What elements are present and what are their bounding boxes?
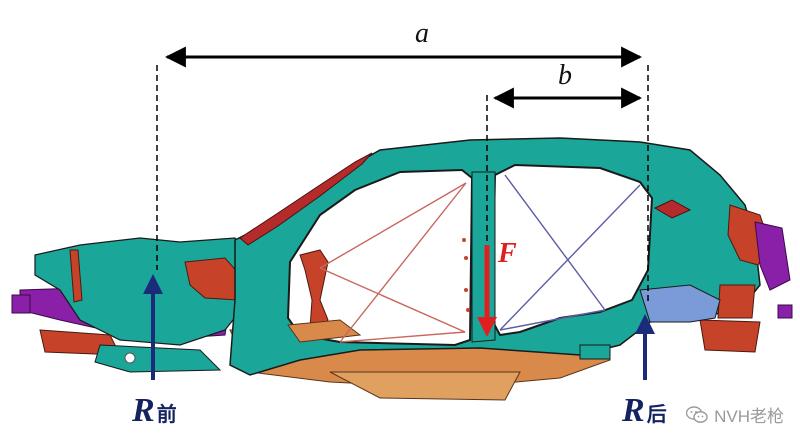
front-mount-teal [94,344,222,373]
roof-red-strip [239,152,373,246]
wechat-icon [686,405,708,423]
rear-small-purple [777,304,793,319]
label-r-rear-main: R [622,392,645,429]
b-pillar [471,171,496,343]
rear-purple-bracket [754,221,791,291]
label-b: b [558,60,572,91]
dimension-a [156,46,649,305]
roof-spoiler [653,199,692,219]
label-f: F [497,238,517,269]
underbody-tunnel [329,371,521,401]
floor-bracket [287,319,362,343]
car-body [11,137,793,401]
rear-door-opening [490,163,654,337]
label-r-rear-sub: 后 [646,402,667,426]
rear-mount-bracket [579,344,611,360]
front-mount-bolt [124,352,136,364]
watermark: NVH老枪 [686,402,784,427]
brace-lines [319,174,641,343]
label-r-front-sub: 前 [156,402,177,426]
front-tip-block [11,294,31,314]
label-a: a [415,18,429,49]
front-red-strut [69,249,83,303]
watermark-text: NVH老枪 [714,407,784,426]
rear-bumper-red [699,319,761,353]
label-r-front-main: R [132,392,155,429]
rear-light-block [717,284,756,319]
